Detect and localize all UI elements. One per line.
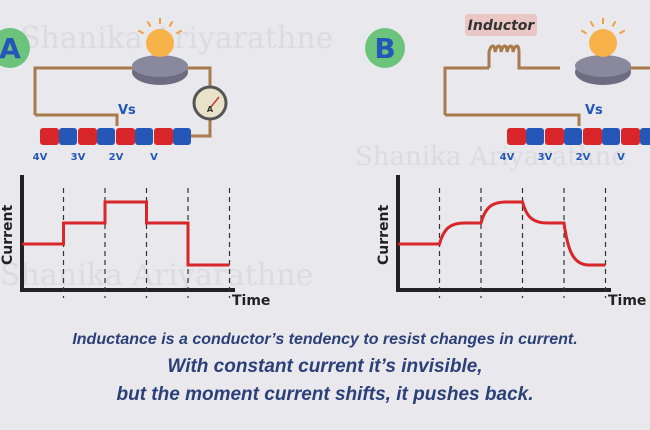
light-ray xyxy=(611,20,617,28)
y-axis-label: Current xyxy=(376,204,392,265)
caption-line-1: Inductance is a conductor’s tendency to … xyxy=(72,331,578,348)
battery-cell-positive xyxy=(40,128,59,145)
vs-label: Vs xyxy=(118,103,136,118)
bulb-base-top xyxy=(575,55,631,77)
caption-line-2: With constant current it’s invisible, xyxy=(167,356,483,377)
battery-cell-negative xyxy=(135,128,153,145)
battery-cell-positive xyxy=(78,128,97,145)
cell-voltage-label: 2V xyxy=(576,152,591,163)
vs-label: Vs xyxy=(585,103,603,118)
cell-voltage-label: 2V xyxy=(109,152,124,163)
inductor-label: Inductor xyxy=(468,18,536,34)
battery-cell-positive xyxy=(583,128,602,145)
watermark: Shanika Ariyarathne xyxy=(20,21,333,56)
x-axis-label: Time xyxy=(608,293,646,309)
ammeter-needle xyxy=(209,96,220,109)
watermark: Shanika Ariyarathne xyxy=(355,142,627,172)
bulb-base-top xyxy=(132,55,188,77)
battery-cell-positive xyxy=(154,128,173,145)
badge-circle xyxy=(365,28,405,68)
wire xyxy=(443,66,489,115)
cell-voltage-label: 4V xyxy=(500,152,515,163)
cell-voltage-label: V xyxy=(617,152,625,163)
current-curve xyxy=(398,200,606,267)
battery-cell-negative xyxy=(526,128,544,145)
battery-cell-positive xyxy=(621,128,640,145)
badge-circle xyxy=(0,28,30,68)
light-ray xyxy=(168,20,174,28)
wire xyxy=(625,66,650,70)
x-axis-label: Time xyxy=(232,293,270,309)
bulb-icon xyxy=(146,29,174,57)
bulb-icon xyxy=(589,29,617,57)
cell-voltage-label: V xyxy=(150,152,158,163)
light-ray xyxy=(137,29,145,35)
badge-label: A xyxy=(0,32,21,65)
wire xyxy=(33,66,150,115)
wire xyxy=(35,113,119,126)
current-curve xyxy=(22,200,230,267)
light-ray xyxy=(580,29,588,35)
cell-voltage-label: 3V xyxy=(71,152,86,163)
battery-cell-negative xyxy=(173,128,191,145)
panel-b: BInductorA4V3V2VVVsTimeCurrent xyxy=(365,14,650,309)
light-ray xyxy=(618,29,626,35)
inductor-coil xyxy=(487,44,560,70)
ammeter-icon xyxy=(192,85,228,121)
light-ray xyxy=(146,20,152,28)
light-ray xyxy=(589,20,595,28)
cell-voltage-label: 3V xyxy=(538,152,553,163)
graph-axes xyxy=(396,175,611,292)
battery-cell-negative xyxy=(564,128,582,145)
battery-cell-positive xyxy=(116,128,135,145)
graph-axes xyxy=(20,175,235,292)
cell-voltage-label: 4V xyxy=(33,152,48,163)
battery-cell-positive xyxy=(545,128,564,145)
light-ray xyxy=(175,29,183,35)
battery-cell-negative xyxy=(602,128,620,145)
badge-label: B xyxy=(374,32,395,65)
ammeter-label: A xyxy=(207,105,214,114)
battery-cell-negative xyxy=(59,128,77,145)
inductor-callout xyxy=(465,14,537,36)
wire xyxy=(445,113,581,126)
caption-line-3: but the moment current shifts, it pushes… xyxy=(116,384,534,405)
watermark: Shanika Ariyarathne xyxy=(0,258,313,293)
y-axis-label: Current xyxy=(0,204,16,265)
battery-cell-negative xyxy=(640,128,650,145)
battery-cell-negative xyxy=(97,128,115,145)
battery-cell-positive xyxy=(507,128,526,145)
